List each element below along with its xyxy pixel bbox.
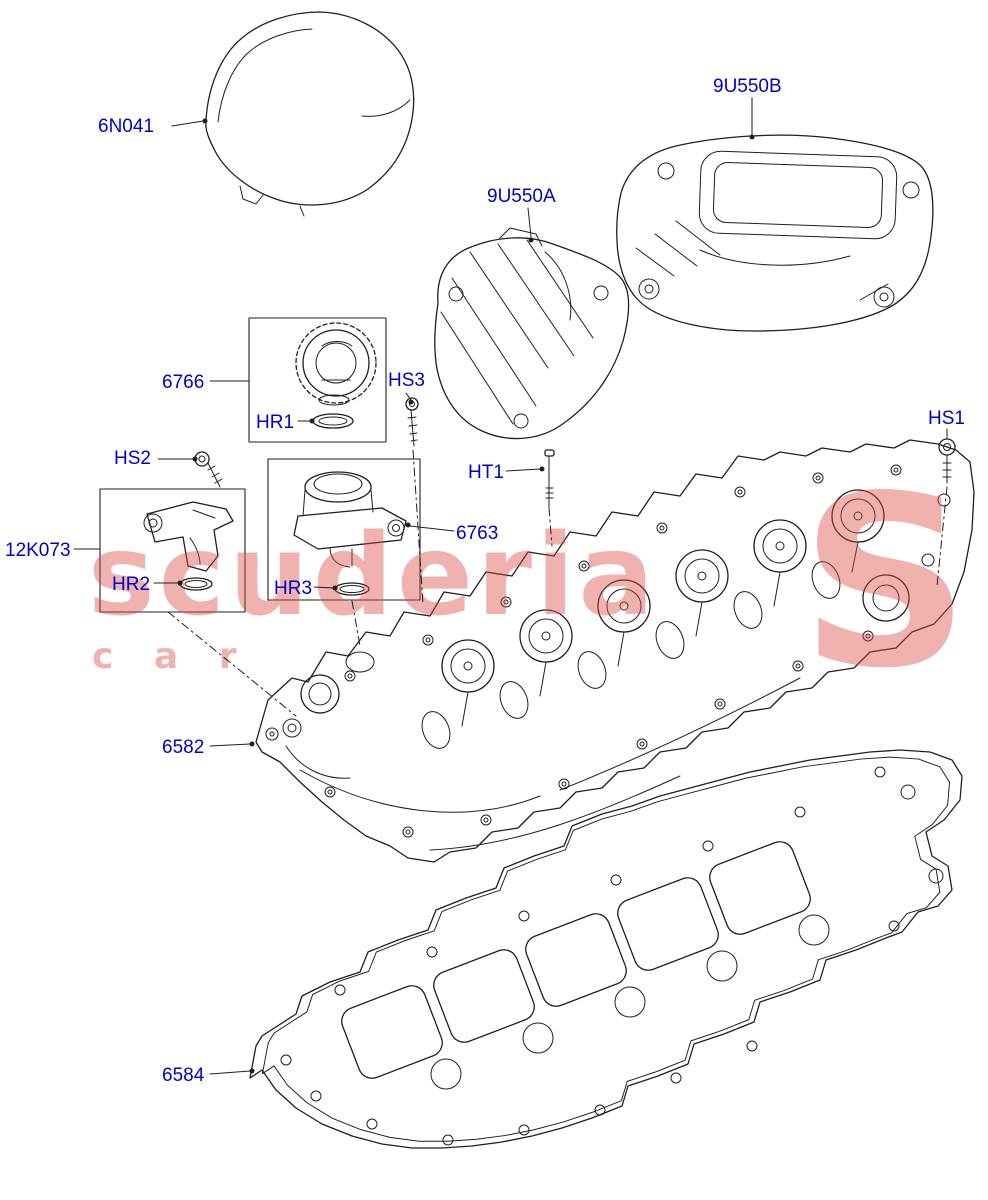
part-label-hs2[interactable]: HS2 [114,448,151,469]
part-label-6n041[interactable]: 6N041 [98,116,154,137]
part-6763-oil-separator [267,458,421,601]
part-label-12k073[interactable]: 12K073 [5,540,71,561]
part-label-hs3[interactable]: HS3 [388,370,425,391]
watermark-word-car: c a r [92,636,250,677]
part-label-ht1[interactable]: HT1 [468,462,504,483]
part-label-hs1[interactable]: HS1 [928,408,965,429]
part-9u550b-engine-cover-rear [616,134,934,332]
part-label-6584[interactable]: 6584 [162,1065,205,1086]
part-12k073-camshaft-sensor [99,488,246,613]
watermark: scuderia c a r S [88,445,970,720]
part-9u550a-engine-cover-front [434,227,630,440]
part-hs2-bolt [194,451,223,488]
watermark-monogram: S [800,445,970,720]
part-label-6582[interactable]: 6582 [162,737,205,758]
part-label-hr3[interactable]: HR3 [274,578,313,599]
leader-lines [73,97,948,1075]
part-6n041-cover [205,11,415,217]
part-label-9u550b[interactable]: 9U550B [713,76,782,97]
part-hs3-bolt [405,397,419,447]
part-label-6763[interactable]: 6763 [456,523,499,544]
part-6766-oil-filler-cap [248,317,387,443]
part-ht1-stud [544,449,555,508]
part-label-hr1[interactable]: HR1 [256,412,295,433]
part-label-6766[interactable]: 6766 [162,372,205,393]
part-6582-cylinder-head-cover [255,439,975,863]
part-label-9u550a[interactable]: 9U550A [487,186,556,207]
watermark-word-scuderia: scuderia [88,511,658,641]
part-hs1-bolt [938,438,956,484]
part-6584-gasket [249,749,963,1149]
alignment-lines [167,449,948,717]
part-label-hr2[interactable]: HR2 [112,574,151,595]
part-hr1-o-ring [312,413,354,429]
